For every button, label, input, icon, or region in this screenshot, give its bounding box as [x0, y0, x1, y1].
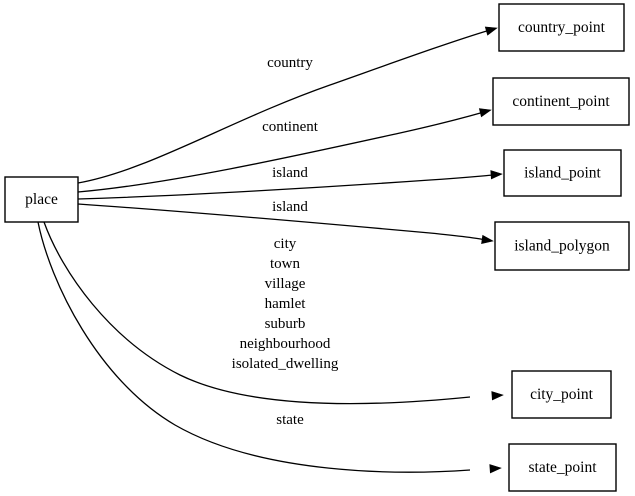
node-label-island_point: island_point: [524, 165, 601, 182]
edge-label-line: island: [272, 165, 308, 181]
edge-label-state_point: state: [276, 412, 304, 428]
edge-label-line: city: [274, 236, 297, 252]
edge-label-line: town: [270, 256, 301, 272]
node-continent_point[interactable]: continent_point: [492, 77, 630, 126]
edge-label-island_point: island: [272, 165, 308, 181]
node-label-place: place: [25, 191, 58, 208]
edge-label-line: suburb: [265, 316, 306, 332]
node-country_point[interactable]: country_point: [498, 3, 625, 52]
edge-line: [77, 203, 487, 241]
edge-line: [77, 111, 485, 193]
edge-place-to-state_point: [37, 221, 502, 474]
edge-label-island_polygon: island: [272, 199, 308, 215]
edge-place-to-country_point: [77, 26, 498, 184]
node-label-island_polygon: island_polygon: [514, 238, 610, 255]
edge-label-country_point: country: [267, 55, 313, 71]
edge-place-to-continent_point: [77, 108, 492, 193]
edge-label-line: village: [265, 276, 306, 292]
edge-label-layer: country continent island island city town vill…: [232, 55, 339, 428]
node-box-island_polygon: [494, 221, 630, 271]
edge-line: [37, 221, 471, 473]
edge-label-city_point: city town village hamlet suburb neighbourhood…: [232, 236, 339, 372]
edge-label-continent_point: continent: [262, 119, 319, 135]
arrowhead-icon: [491, 391, 504, 401]
edge-line: [77, 29, 491, 184]
arrowhead-icon: [489, 464, 502, 474]
edge-label-line: continent: [262, 119, 319, 135]
edge-label-line: hamlet: [265, 296, 307, 312]
edge-label-line: island: [272, 199, 308, 215]
node-label-continent_point: continent_point: [512, 93, 610, 110]
node-layer: place country_point continent_point island_…: [4, 3, 630, 492]
node-box-city_point: [511, 370, 612, 419]
edge-line: [43, 221, 471, 405]
node-city_point[interactable]: city_point: [511, 370, 612, 419]
node-box-place: [4, 176, 79, 223]
edge-label-line: state: [276, 412, 304, 428]
arrowhead-icon: [478, 108, 492, 118]
edge-label-line: isolated_dwelling: [232, 356, 339, 372]
arrowhead-icon: [484, 26, 498, 36]
edge-label-line: country: [267, 55, 313, 71]
node-box-country_point: [498, 3, 625, 52]
edge-line: [77, 174, 495, 200]
edge-place-to-city_point: [43, 221, 504, 405]
node-box-state_point: [508, 443, 617, 492]
node-label-city_point: city_point: [530, 386, 594, 403]
arrowhead-icon: [481, 234, 494, 245]
edge-place-to-island_point: [77, 170, 503, 200]
edge-place-to-island_polygon: [77, 203, 494, 245]
node-label-country_point: country_point: [518, 19, 606, 36]
node-label-state_point: state_point: [528, 459, 597, 476]
node-box-island_point: [503, 149, 622, 197]
arrowhead-icon: [490, 170, 503, 180]
node-box-continent_point: [492, 77, 630, 126]
node-state_point[interactable]: state_point: [508, 443, 617, 492]
node-island_polygon[interactable]: island_polygon: [494, 221, 630, 271]
node-place[interactable]: place: [4, 176, 79, 223]
node-island_point[interactable]: island_point: [503, 149, 622, 197]
edge-layer: [37, 26, 504, 474]
edge-label-line: neighbourhood: [240, 336, 331, 352]
